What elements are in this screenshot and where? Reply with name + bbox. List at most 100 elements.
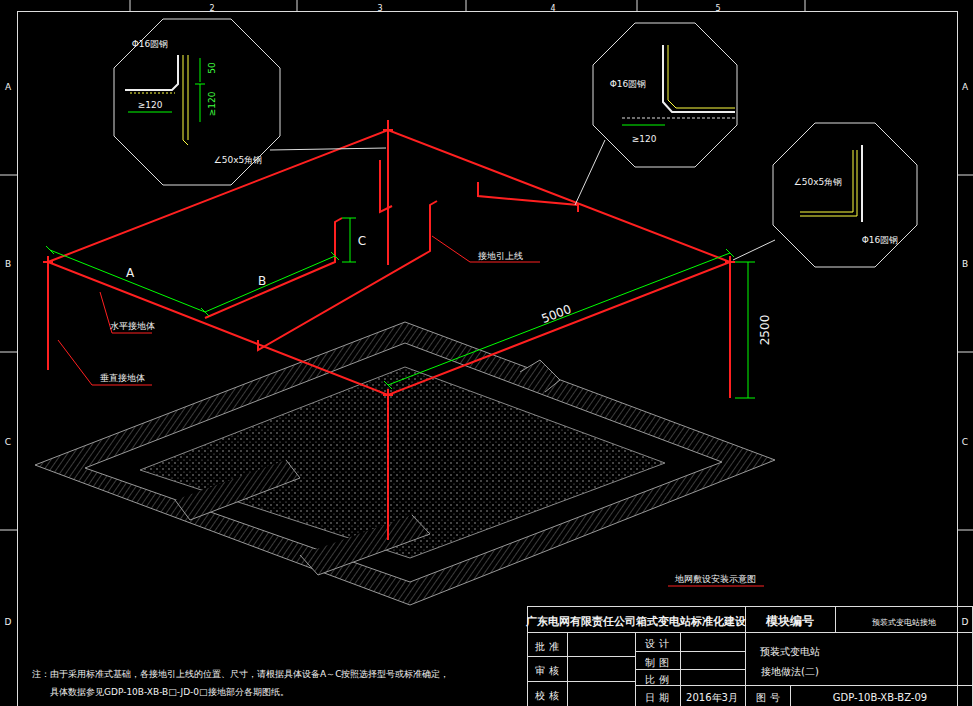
detail-one (125, 55, 205, 145)
drawing-label: C (358, 234, 366, 248)
label-holder: 预装式变电站 (760, 642, 820, 658)
label-holder: C (5, 432, 11, 448)
label-holder: GDP-10B-XB-BZ-09 (833, 688, 927, 704)
label-holder: C (358, 232, 366, 248)
drawing-label: 3 (377, 4, 382, 13)
drawing-label: 校 核 (535, 690, 558, 701)
label-holder: 2500 (756, 315, 772, 346)
drawing-label: A (962, 82, 968, 92)
drawing-label: 广东电网有限责任公司箱式变电站标准化建设 (526, 615, 746, 628)
label-holder: A (126, 264, 134, 280)
label-holder: B (962, 254, 968, 270)
drawing-label: 图 号 (756, 692, 779, 703)
label-holder: 2016年3月 (686, 688, 738, 704)
drawing-label: 注：由于采用标准式基础，各接地引上线的位置、尺寸，请根据具体设备A～C按照选择型… (32, 669, 449, 679)
drawing-label: Φ16圆钢 (132, 39, 169, 49)
label-holder: 图 号 (756, 688, 779, 704)
drawing-label: C (5, 437, 11, 447)
label-holder: 广东电网有限责任公司箱式变电站标准化建设 (526, 612, 746, 628)
label-holder: 3 (377, 0, 382, 14)
label-holder: 地网敷设安装示意图 (675, 569, 756, 585)
drawing-label: 审 核 (535, 665, 558, 676)
label-holder: 制 图 (645, 653, 668, 669)
label-holder: 日 期 (645, 688, 668, 704)
label-holder: D (5, 612, 12, 628)
label-holder: ≥120 (138, 95, 163, 111)
label-holder: 4 (550, 0, 555, 14)
drawing-label: 具体数据参见GDP-10B-XB-B□-JD-0□接地部分各期图纸。 (50, 687, 289, 697)
detail-balloons (114, 19, 917, 267)
label-holder: C (962, 432, 968, 448)
label-holder: 设 计 (645, 634, 668, 650)
label-holder: 接地引上线 (478, 246, 523, 262)
label-leaders (58, 236, 764, 586)
drawing-label: 设 计 (645, 638, 668, 649)
drawing-label: 5000 (540, 302, 574, 326)
drawing-label: 接地引上线 (478, 251, 523, 261)
drawing-label: 预装式变电站接地 (872, 618, 936, 627)
drawing-label: ∠50x5角钢 (214, 155, 263, 165)
label-holder: 5000 (539, 300, 573, 326)
drawing-label: D (962, 617, 969, 627)
label-holder: 接地做法(二) (761, 662, 819, 678)
drawing-label: 50 (207, 62, 217, 73)
drawing-label: D (5, 617, 12, 627)
drawing-label: A (126, 266, 134, 280)
dimension-lines (46, 218, 755, 398)
label-holder: 注：由于采用标准式基础，各接地引上线的位置、尺寸，请根据具体设备A～C按照选择型… (32, 664, 449, 680)
label-holder: Φ16圆钢 (610, 74, 647, 90)
label-holder: ∠50x5角钢 (214, 150, 263, 166)
drawing-label: ≥120 (207, 92, 217, 117)
label-holder: A (5, 77, 11, 93)
label-holder: ≥120 (632, 129, 657, 145)
drawing-label: A (5, 82, 11, 92)
drawing-label: 垂直接地体 (100, 373, 145, 383)
drawing-label: B (5, 259, 11, 269)
drawing-label: 5 (715, 4, 720, 13)
label-holder: 具体数据参见GDP-10B-XB-B□-JD-0□接地部分各期图纸。 (50, 682, 289, 698)
drawing-label: ≥120 (632, 134, 657, 144)
label-holder: 5 (715, 0, 720, 14)
drawing-label: GDP-10B-XB-BZ-09 (833, 692, 927, 703)
label-holder: Φ16圆钢 (132, 34, 169, 50)
label-holder: 模块编号 (766, 612, 814, 628)
figure-caption: 地网敷设安装示意图 (675, 574, 756, 584)
label-holder: Φ16圆钢 (862, 230, 899, 246)
label-holder: 校 核 (535, 686, 558, 702)
label-holder: 2 (209, 0, 214, 14)
label-holder: 审 核 (535, 661, 558, 677)
label-holder: 水平接地体 (110, 316, 155, 332)
drawing-label: 制 图 (645, 657, 668, 668)
drawing-label: 2 (209, 4, 214, 13)
drawing-label: 水平接地体 (110, 321, 155, 331)
label-holder: 比 例 (645, 670, 668, 686)
drawing-label: 日 期 (645, 692, 668, 703)
label-holder: ≥120 (202, 92, 218, 117)
label-holder: 批 准 (535, 637, 558, 653)
drawing-label: 接地做法(二) (761, 666, 819, 677)
drawing-label: 比 例 (645, 674, 668, 685)
drawing-label: Φ16圆钢 (862, 235, 899, 245)
label-holder: A (962, 77, 968, 93)
drawing-label: B (962, 259, 968, 269)
label-holder: 垂直接地体 (100, 368, 145, 384)
drawing-label: 批 准 (535, 641, 558, 652)
drawing-label: 4 (550, 4, 555, 13)
drawing-label: B (258, 274, 266, 288)
foundation-pit (35, 322, 775, 605)
label-holder: D (962, 612, 969, 628)
drawing-label: 2500 (758, 315, 772, 346)
title-block (527, 606, 973, 706)
drawing-label: 2016年3月 (686, 692, 738, 703)
drawing-label: ∠50x5角钢 (794, 177, 843, 187)
ground-grid (43, 120, 735, 540)
drawing-label: 模块编号 (766, 614, 814, 628)
label-holder: 50 (202, 62, 218, 73)
drawing-label: ≥120 (138, 100, 163, 110)
drawing-label: C (962, 437, 968, 447)
drawing-label: 预装式变电站 (760, 646, 820, 657)
drawing-label: Φ16圆钢 (610, 79, 647, 89)
label-holder: 预装式变电站接地 (872, 612, 936, 628)
